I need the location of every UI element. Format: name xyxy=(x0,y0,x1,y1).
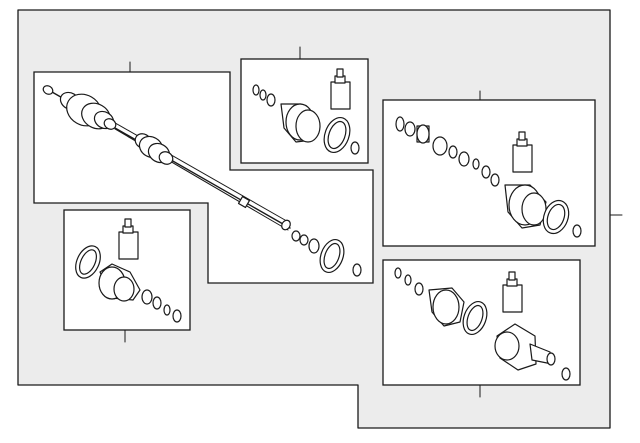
grease-tube-icon xyxy=(512,131,533,173)
grease-tube-icon xyxy=(502,271,523,313)
axle-shaft-assembly[interactable] xyxy=(33,61,374,284)
inner-housing-kit[interactable] xyxy=(382,259,581,398)
inner-joint-kit-top[interactable] xyxy=(240,46,369,164)
inner-joint-icon xyxy=(395,116,582,238)
grease-tube-icon xyxy=(330,68,351,110)
axle-shaft-icon xyxy=(42,85,291,231)
inner-joint-kit-right[interactable] xyxy=(382,90,596,247)
housing-icon xyxy=(394,267,571,381)
grease-tube-icon xyxy=(118,218,139,260)
outer-boot-kit[interactable] xyxy=(63,209,191,343)
boot-kit-icon xyxy=(252,84,360,155)
boot-kit-icon xyxy=(75,245,182,323)
axle-rings-icon xyxy=(291,230,362,277)
